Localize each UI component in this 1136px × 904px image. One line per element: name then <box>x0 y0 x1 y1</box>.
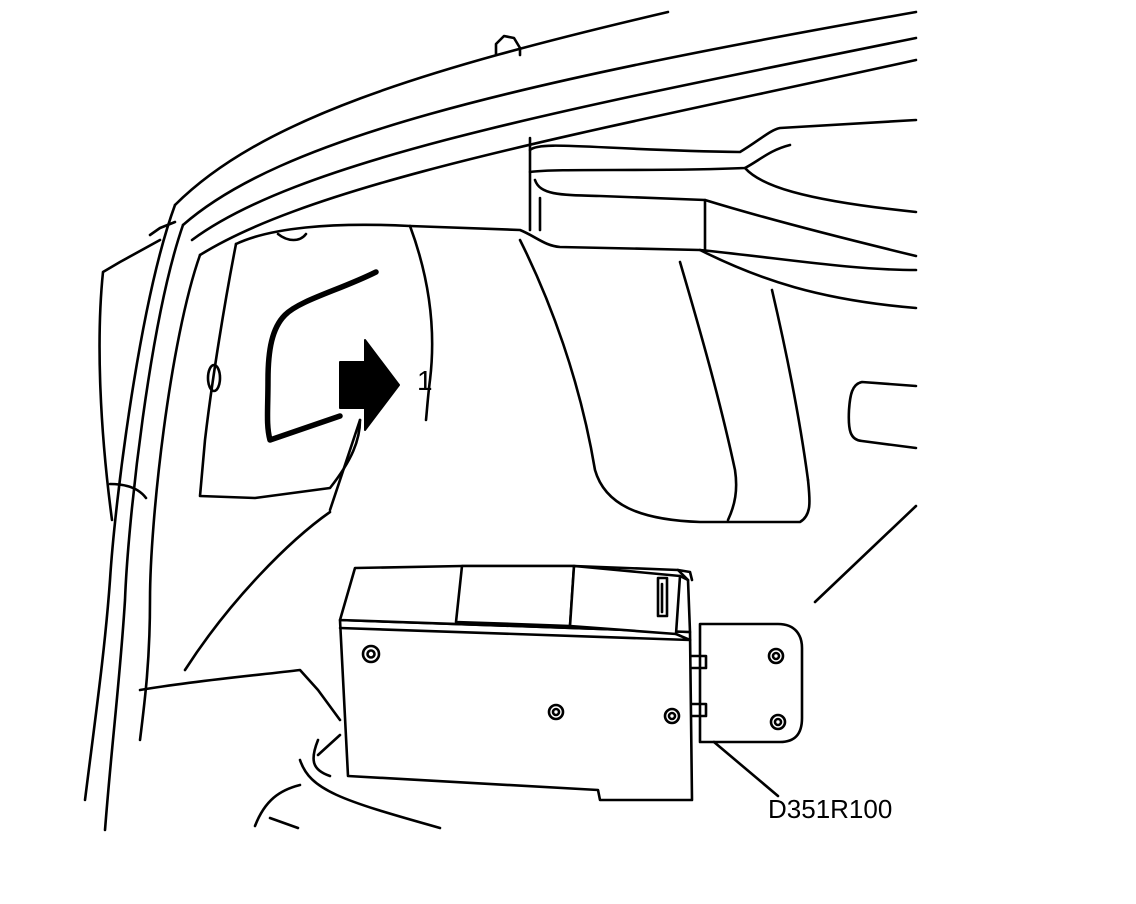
callout-arrow-icon <box>339 339 400 431</box>
roof-stud <box>494 34 522 57</box>
figure-code-leader <box>712 740 780 798</box>
rear-shelf <box>528 118 918 258</box>
access-opening-outline <box>264 269 379 443</box>
roof-edge-lines <box>173 10 918 257</box>
figure-code-label: D351R100 <box>768 794 892 824</box>
callout-number: 1 <box>417 365 433 396</box>
mounting-bracket <box>688 622 804 744</box>
right-diagonal-line <box>813 504 918 604</box>
lower-left-details <box>108 482 442 830</box>
side-panel <box>198 223 918 524</box>
control-module <box>338 564 694 802</box>
left-pillar <box>83 203 222 832</box>
right-opening <box>847 380 918 450</box>
